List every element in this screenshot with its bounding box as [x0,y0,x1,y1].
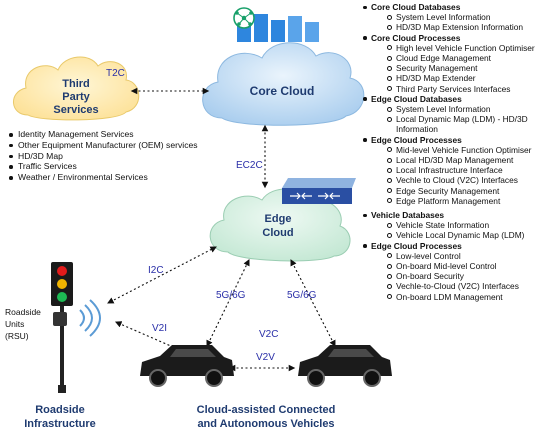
link-5g-right [290,259,336,347]
list-item: On-board Security [387,271,550,281]
third-party-cloud: Third Party Services [13,56,140,121]
link-i2c [107,246,217,304]
section-title: Vehicle Databases [363,210,550,220]
list-item: Vehicle State Information [387,220,550,230]
service-item: Traffic Services [9,161,223,172]
car-right-icon [298,345,392,387]
list-item: Vehicle Local Dynamic Map (LDM) [387,230,550,240]
caption-infra-2: Infrastructure [24,418,96,430]
list-item: Cloud Edge Management [387,53,550,63]
list-item: Vechle to Cloud (V2C) Interfaces [387,175,550,185]
caption-vehicles-2: and Autonomous Vehicles [197,418,334,430]
label-5g-left: 5G/6G [216,290,246,301]
rsu-signal-icon [79,299,101,337]
label-v2v: V2V [256,352,275,363]
traffic-light-icon [51,262,73,393]
label-t2c: T2C [106,68,125,79]
list-item: Local Infrastructure Interface [387,165,550,175]
list-item: Vechle-to-Cloud (V2C) Interfaces [387,281,550,291]
section-title: Edge Cloud Processes [363,135,550,145]
service-item: Identity Management Services [9,129,223,140]
service-item: Other Equipment Manufacturer (OEM) servi… [9,140,223,151]
list-item: System Level Information [387,12,550,22]
caption-infra-1: Roadside [35,404,85,416]
third-party-services-list: Identity Management Services Other Equip… [4,129,223,183]
server-network-icon [233,7,319,42]
list-item: Edge Security Management [387,186,550,196]
car-left-icon [140,345,234,387]
label-5g-right: 5G/6G [287,290,317,301]
rsu-label-2: Units [5,319,24,329]
label-i2c: I2C [148,265,164,276]
section-title: Edge Cloud Databases [363,94,550,104]
component-details-list: Core Cloud Databases System Level Inform… [361,2,550,302]
section-title: Core Cloud Processes [363,33,550,43]
list-item: High level Vehicle Function Optimiser [387,43,550,53]
list-item: Third Party Services Interfaces [387,84,550,94]
rsu-label-3: (RSU) [5,331,29,341]
section-edge-cloud-databases: Edge Cloud Databases System Level Inform… [361,94,550,135]
service-item: HD/3D Map [9,151,223,162]
core-cloud-label: Core Cloud [250,84,315,98]
list-item: Low-level Control [387,251,550,261]
list-item: On-board Mid-level Control [387,261,550,271]
third-party-label-2: Party [62,91,90,103]
service-item: Weather / Environmental Services [9,172,223,183]
third-party-label-1: Third [62,78,90,90]
list-item: Edge Platform Management [387,196,550,206]
label-v2c: V2C [259,329,278,340]
label-ec2c: EC2C [236,160,263,171]
section-core-cloud-processes: Core Cloud Processes High level Vehicle … [361,33,550,94]
rsu-label-1: Roadside [5,307,41,317]
list-item: System Level Information [387,104,550,114]
list-item: Security Management [387,63,550,73]
network-switch-icon [282,178,356,204]
list-item: Mid-level Vehicle Function Optimiser [387,145,550,155]
section-title: Core Cloud Databases [363,2,550,12]
section-core-cloud-databases: Core Cloud Databases System Level Inform… [361,2,550,33]
list-item: HD/3D Map Extender [387,73,550,83]
list-item: On-board LDM Management [387,292,550,302]
third-party-label-3: Services [53,104,98,116]
edge-cloud-label-2: Cloud [262,227,293,239]
edge-cloud: Edge Cloud [209,188,351,262]
list-item: Local Dynamic Map (LDM) - HD/3D Informat… [387,114,550,134]
label-v2i: V2I [152,323,167,334]
section-vehicle-processes: Edge Cloud Processes Low-level Control O… [361,241,550,302]
link-5g-left [206,259,250,347]
section-vehicle-databases: Vehicle Databases Vehicle State Informat… [361,210,550,241]
core-cloud: Core Cloud [202,42,365,126]
list-item: HD/3D Map Extension Information [387,22,550,32]
list-item: Local HD/3D Map Management [387,155,550,165]
link-v2i [114,321,184,352]
section-title: Edge Cloud Processes [363,241,550,251]
caption-vehicles-1: Cloud-assisted Connected [197,404,336,416]
edge-cloud-label-1: Edge [265,213,292,225]
section-edge-cloud-processes: Edge Cloud Processes Mid-level Vehicle F… [361,135,550,206]
